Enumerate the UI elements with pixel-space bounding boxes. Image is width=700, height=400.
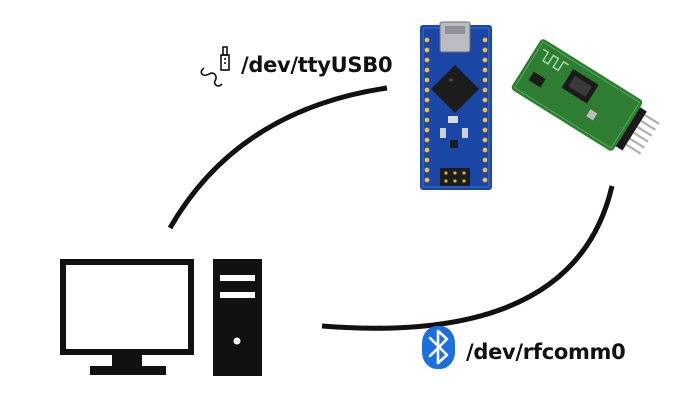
bluetooth-device-label: /dev/rfcomm0 — [466, 340, 626, 364]
usb-connection-line — [167, 85, 388, 230]
usb-plug-icon — [200, 46, 230, 87]
usb-device-label: /dev/ttyUSB0 — [241, 53, 393, 77]
arduino-nano-board — [420, 21, 492, 190]
bluetooth-module-board — [511, 39, 660, 155]
bluetooth-connection-line — [321, 185, 615, 331]
computer-tower-icon — [213, 259, 262, 376]
monitor-icon — [60, 259, 194, 375]
bluetooth-icon — [422, 326, 455, 369]
